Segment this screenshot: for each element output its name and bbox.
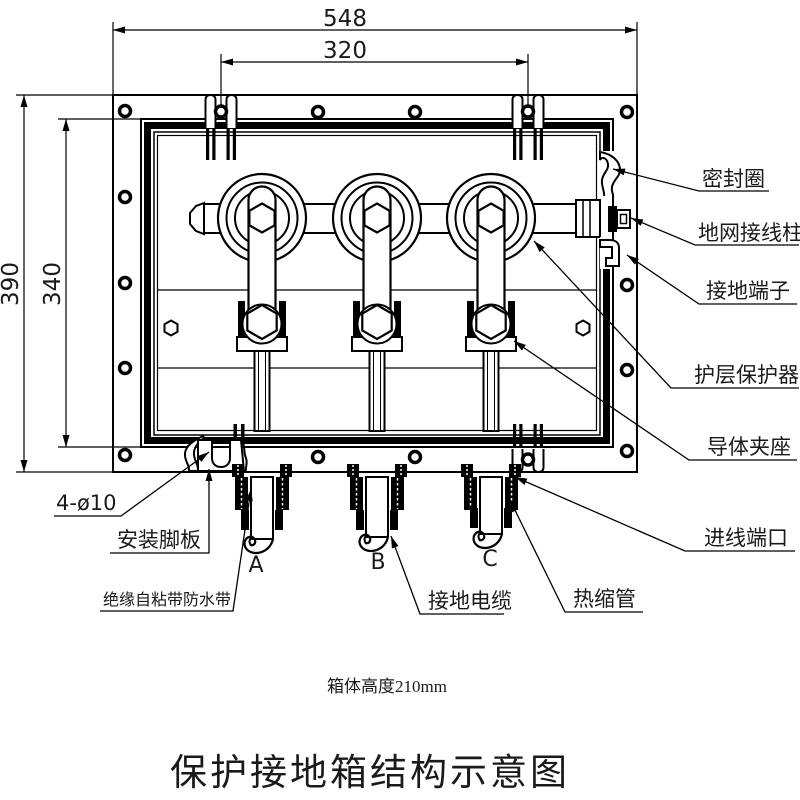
mounting-foot-plate <box>183 424 248 472</box>
callout-leaders <box>54 168 799 615</box>
label-insulating-waterproof-tape: 绝缘自粘带防水带 <box>103 591 231 609</box>
grounding-terminal-bracket <box>599 237 620 269</box>
label-mounting-foot-plate: 安装脚板 <box>117 528 201 552</box>
label-hole-spec: 4-ø10 <box>56 491 117 515</box>
dim-548: 548 <box>323 6 367 32</box>
drawing-title: 保护接地箱结构示意图 <box>170 752 570 794</box>
phase-conductors <box>236 185 517 432</box>
panel-hex-bolts <box>163 319 591 337</box>
dim-390: 390 <box>0 262 24 306</box>
flange-bolt-holes <box>117 103 635 465</box>
dim-320: 320 <box>323 38 367 64</box>
label-inlet-port: 进线端口 <box>704 526 788 550</box>
label-seal-ring: 密封圈 <box>702 167 765 191</box>
cable-end-loop <box>472 530 504 550</box>
dimension-outer-width <box>112 22 638 95</box>
label-conductor-clamp: 导体夹座 <box>707 435 791 459</box>
phase-assembly-a <box>236 185 288 432</box>
mounting-bracket-top-right <box>511 93 545 160</box>
cable-entry-c <box>461 464 521 550</box>
label-sheath-protector: 护层保护器 <box>694 363 799 387</box>
dimension-lid-height <box>58 118 148 448</box>
phase-assembly-b <box>351 185 403 432</box>
box-height-note: 箱体高度210mm <box>327 677 447 696</box>
phase-label-b: B <box>370 550 385 575</box>
ground-grid-post <box>575 196 631 241</box>
label-heat-shrink-tube: 热缩管 <box>573 587 636 611</box>
dim-340: 340 <box>40 262 66 306</box>
phase-assembly-c <box>465 185 517 432</box>
cable-entries <box>232 464 521 555</box>
cable-end-loop <box>358 533 390 553</box>
phase-label-a: A <box>248 553 263 578</box>
cable-entry-b <box>347 464 407 553</box>
mounting-bracket-top-left <box>204 93 238 160</box>
dimension-bracket-spacing <box>220 54 529 108</box>
dimension-outer-height <box>16 94 113 473</box>
phase-label-c: C <box>482 547 497 572</box>
cable-end-loop <box>243 535 275 555</box>
label-ground-grid-post: 地网接线柱 <box>698 221 800 245</box>
mounting-bracket-bottom-right <box>511 424 545 474</box>
cable-entry-a <box>232 464 292 555</box>
busbar-end-hex <box>189 201 205 236</box>
label-grounding-terminal: 接地端子 <box>706 279 790 303</box>
label-grounding-cable: 接地电缆 <box>428 589 512 613</box>
